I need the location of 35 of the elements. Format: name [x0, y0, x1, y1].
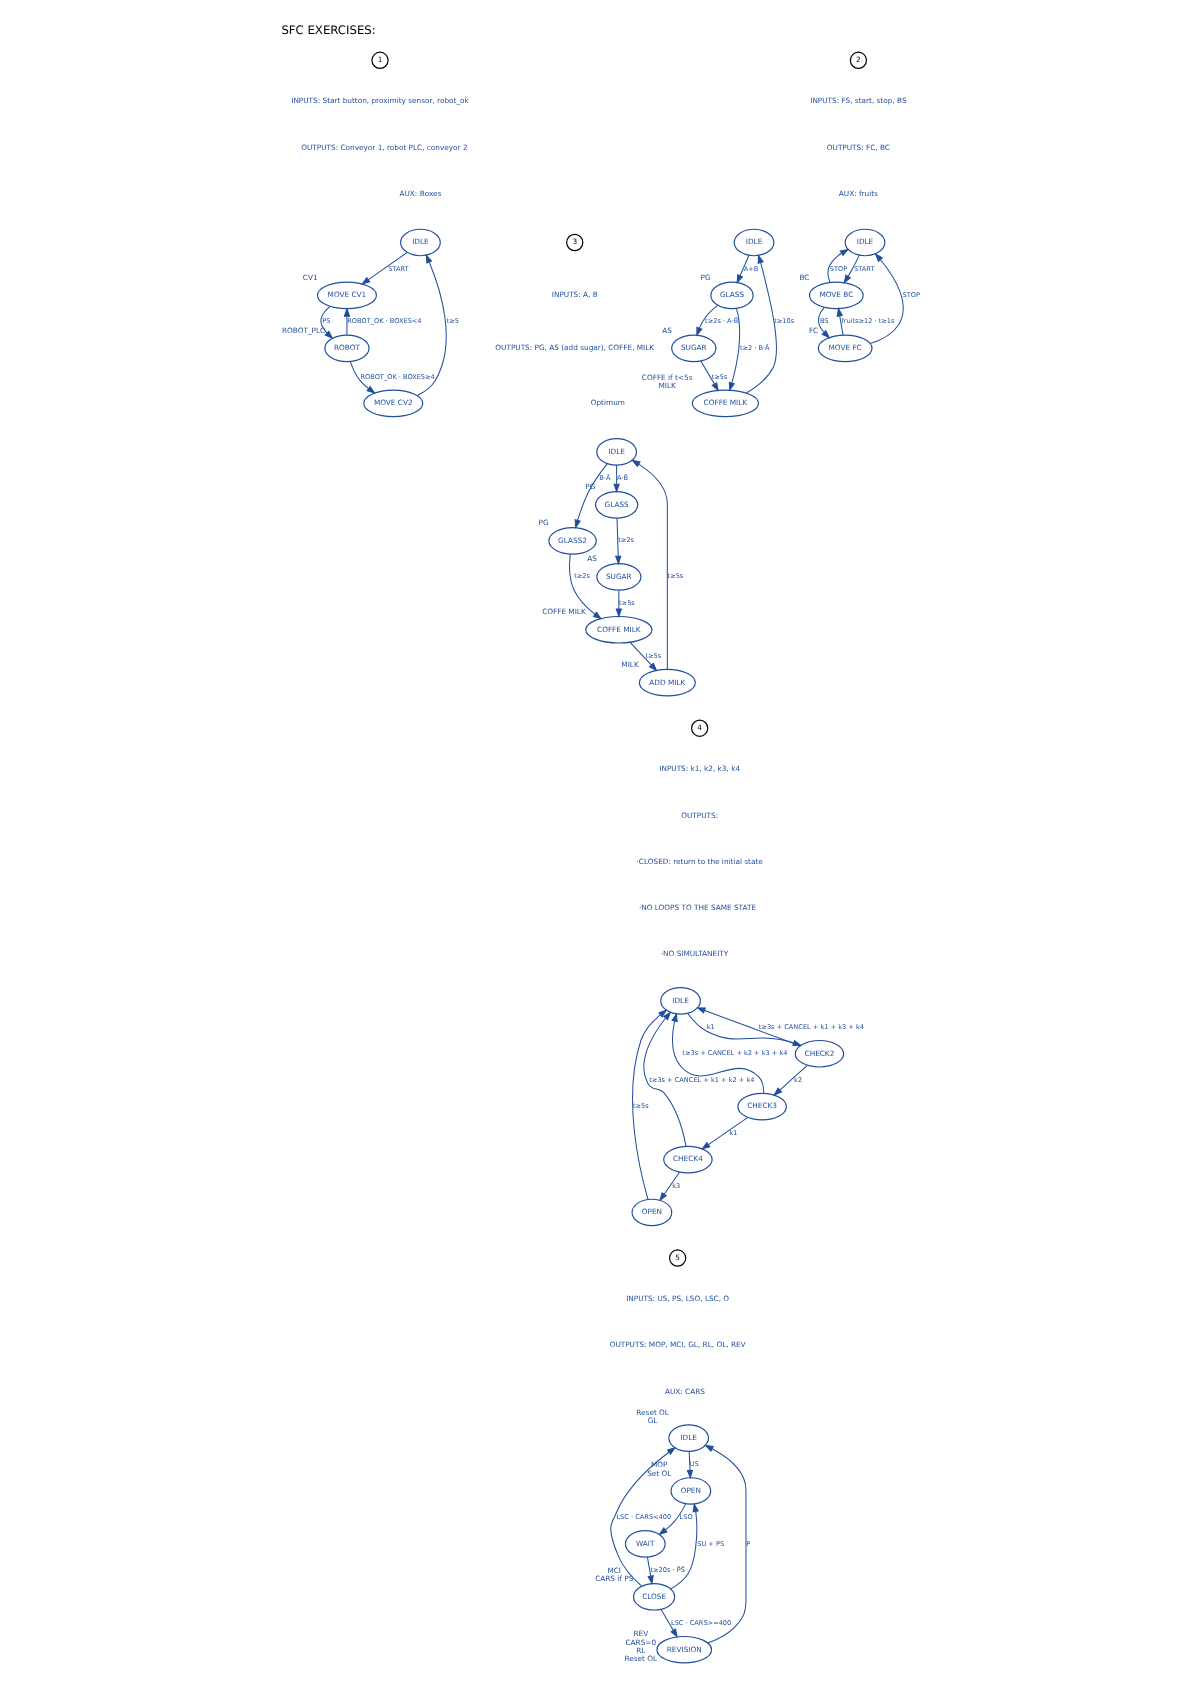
arrow [701, 1117, 748, 1150]
arrow [686, 1451, 694, 1480]
arrow [704, 1444, 747, 1644]
arrow [843, 254, 860, 284]
arrow [574, 463, 608, 530]
arrow [728, 307, 741, 392]
arrow [610, 1446, 677, 1587]
arrow [696, 304, 719, 337]
arrow [827, 248, 850, 283]
arrow [660, 1608, 678, 1639]
arrow [631, 459, 668, 670]
arrow [745, 254, 777, 394]
arrow [671, 1012, 765, 1094]
arrow [658, 1503, 687, 1536]
arrow [632, 1009, 668, 1200]
arrow [646, 1556, 654, 1585]
arrow [343, 307, 351, 336]
arrow [615, 589, 623, 618]
arrow [659, 1171, 681, 1202]
arrow [569, 553, 603, 620]
arrow [773, 1064, 808, 1097]
arrow [836, 307, 844, 336]
arrow [614, 517, 622, 566]
arrow [869, 252, 904, 344]
arrow [416, 253, 447, 397]
arrow [320, 305, 334, 340]
arrow [361, 251, 408, 285]
arrow [643, 1011, 687, 1147]
arrow [349, 361, 376, 394]
arrow [670, 1502, 699, 1590]
arrow [736, 254, 750, 284]
arrow [817, 306, 831, 339]
arrow [613, 464, 620, 494]
arrow [700, 360, 719, 392]
arrow [629, 641, 658, 672]
